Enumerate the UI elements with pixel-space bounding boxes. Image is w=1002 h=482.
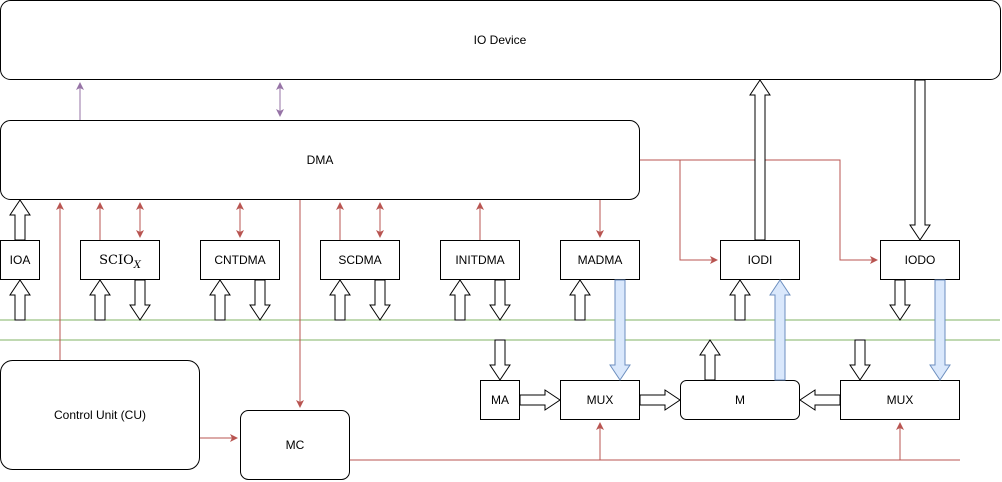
cntdma-box <box>200 240 280 280</box>
io-device-to-iodo-arrow <box>909 79 931 241</box>
madma-box <box>560 240 640 280</box>
madma-label: MADMA <box>578 253 623 267</box>
scdma-box <box>320 240 400 280</box>
iodi-up-in-arrow <box>729 279 751 321</box>
scio-down-out-arrow <box>129 279 151 321</box>
memory-up-out-arrow <box>699 339 721 381</box>
scio-base: SCIO <box>99 253 134 268</box>
initdma-down-out-arrow <box>489 279 511 321</box>
ma-down-in-arrow <box>489 339 511 381</box>
scio-box <box>80 240 160 280</box>
io-device-box <box>0 0 1001 80</box>
scdma-label: SCDMA <box>338 253 381 267</box>
control-unit-box <box>0 360 200 470</box>
ma-to-mux-right-arrow <box>519 389 561 411</box>
ioa-up-in-arrow <box>9 279 31 321</box>
iodo-box <box>880 240 960 280</box>
mux-right-down-in-arrow <box>849 339 871 381</box>
dma-box <box>0 120 640 200</box>
iodi-label: IODI <box>748 253 773 267</box>
initdma-label: INITDMA <box>455 253 504 267</box>
mux-left-label: MUX <box>587 393 614 407</box>
madma-to-mux-data-arrow <box>609 279 631 381</box>
iodi-to-io-device-arrow <box>749 79 771 241</box>
dma-label: DMA <box>307 153 334 167</box>
scio-up-in-arrow <box>89 279 111 321</box>
control-unit-label: Control Unit (CU) <box>54 408 146 422</box>
data-path-arrows <box>609 279 951 381</box>
ma-label: MA <box>491 393 509 407</box>
io-device-label: IO Device <box>474 33 527 47</box>
ioa-label: IOA <box>10 253 31 267</box>
iodo-down-out-arrow <box>889 279 911 321</box>
dma-to-iodo-control <box>640 159 878 264</box>
cntdma-label: CNTDMA <box>214 253 265 267</box>
initdma-box <box>440 240 520 280</box>
iodi-box <box>720 240 800 280</box>
mux-right-to-memory-left-arrow <box>799 389 841 411</box>
scio-subscript: X <box>133 260 142 271</box>
block-arrows <box>9 79 931 411</box>
ioa-up-out-arrow <box>9 199 31 241</box>
initdma-up-in-arrow <box>449 279 471 321</box>
iodo-to-mux-data-arrow <box>929 279 951 381</box>
mc-label: MC <box>286 438 305 452</box>
iodo-label: IODO <box>905 253 936 267</box>
mux-to-memory-right-arrow <box>639 389 681 411</box>
mux-right-box <box>840 380 960 420</box>
memory-to-iodi-data-arrow <box>769 279 791 381</box>
scdma-up-in-arrow <box>329 279 351 321</box>
scdma-down-out-arrow <box>369 279 391 321</box>
dma-to-iodi-control <box>679 160 718 264</box>
madma-up-in-arrow <box>569 279 591 321</box>
cntdma-up-in-arrow <box>209 279 231 321</box>
scio-label: SCIOX <box>99 253 142 271</box>
mc-box <box>240 410 350 480</box>
cntdma-down-out-arrow <box>249 279 271 321</box>
memory-label: M <box>735 393 745 407</box>
mux-right-label: MUX <box>887 393 914 407</box>
